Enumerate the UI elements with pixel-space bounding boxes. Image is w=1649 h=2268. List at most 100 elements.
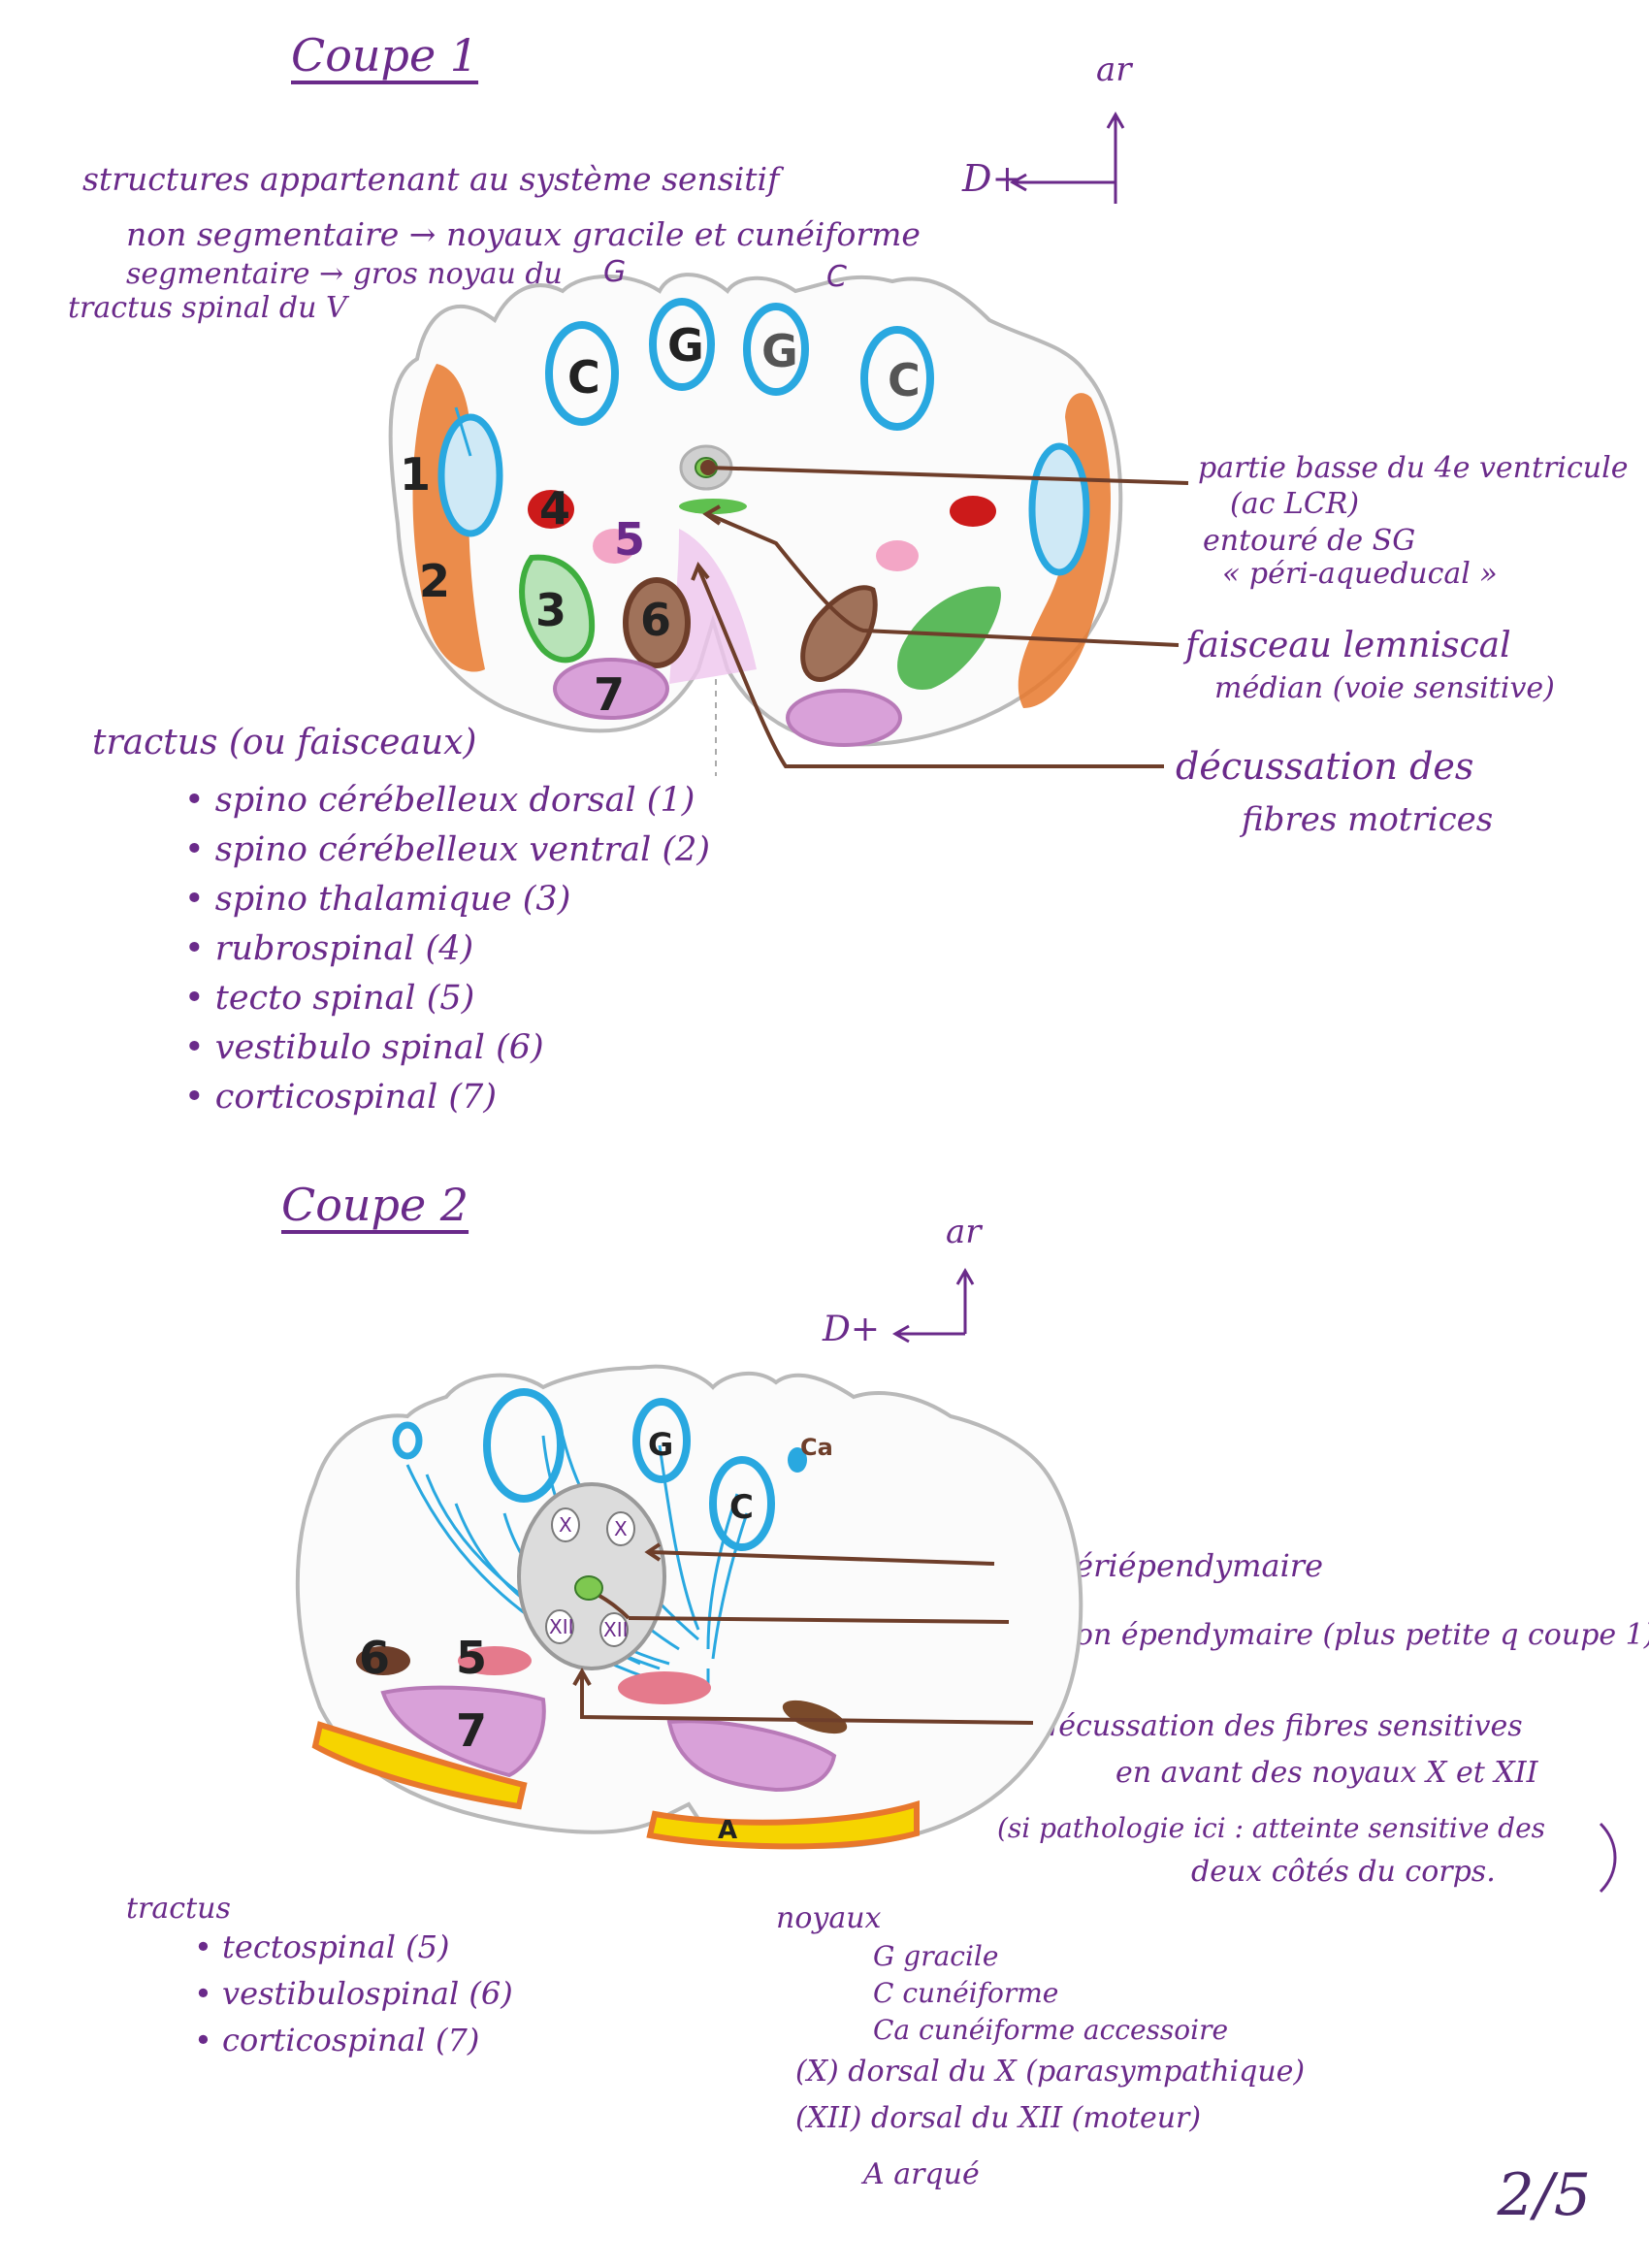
nucleus-item: Ca cunéiforme accessoire [873, 2014, 1229, 2046]
tectospinal-left [593, 529, 635, 564]
cuneate-nucleus-right [860, 326, 934, 431]
s1-note-4: tractus spinal du V [68, 291, 347, 325]
s1-note-1: structures appartenant au système sensit… [82, 160, 780, 198]
nucleus-x-left-label: X [559, 1513, 572, 1537]
gracile-nucleus-right [743, 303, 809, 396]
s1-number-5: 5 [614, 513, 645, 566]
s2-label-g: G [648, 1426, 673, 1463]
nucleus-item: A arqué [863, 2157, 980, 2191]
tract-item: • corticospinal (7) [184, 1078, 497, 1117]
gracile-nucleus-left [649, 298, 715, 391]
tract-item: • corticospinal (7) [194, 2022, 480, 2058]
s1-tracts-list: • spino cérébelleux dorsal (1) • spino c… [184, 781, 710, 1127]
gracile-nucleus-s2 [632, 1398, 691, 1483]
tectospinal-right [876, 540, 919, 571]
s1-callout-lemniscus-1: faisceau lemniscal [1185, 626, 1511, 665]
s1-number-7: 7 [594, 668, 625, 721]
cuneate-nucleus-s2 [483, 1388, 565, 1503]
ependymal-region [574, 1575, 603, 1601]
section1-diagram: C G G C 1 2 3 4 5 6 7 G C [388, 255, 1189, 776]
s1-tracts-heading: tractus (ou faisceaux) [92, 723, 477, 762]
s1-number-3: 3 [535, 584, 566, 636]
page-number: 2/5 [1497, 2161, 1591, 2229]
cuneate-nucleus-left [545, 321, 619, 426]
s2-labels: G C Ca 5 6 7 A [359, 1426, 833, 1845]
s2-callout-decussation-1: décussation des fibres sensitives [1040, 1709, 1523, 1743]
s2-orientation-arrows [891, 1267, 975, 1344]
nucleus-item: C cunéiforme [873, 1977, 1059, 2009]
s1-small-letters: G C [603, 255, 847, 294]
s1-label-g-right: G [761, 325, 798, 377]
green-mark [679, 499, 747, 514]
s1-callout-ventricle-3: entouré de SG [1203, 524, 1416, 558]
s2-orient-up: ar [946, 1213, 982, 1251]
tract-item: • vestibulospinal (6) [194, 1975, 513, 2012]
s2-callout-decussation-4: deux côtés du corps. [1191, 1855, 1496, 1889]
s2-number-6: 6 [359, 1632, 390, 1684]
s1-callout-ventricle-1: partie basse du 4e ventricule [1198, 451, 1629, 485]
arcuate-right [646, 1799, 920, 1850]
spinal-trigeminal-right [1028, 442, 1090, 576]
s1-number-6: 6 [640, 594, 671, 646]
vestibulospinal-right [800, 585, 878, 682]
tectospinal-left-s2 [458, 1646, 532, 1675]
s2-callout-decussation-3: (si pathologie ici : atteinte sensitive … [997, 1812, 1546, 1844]
s2-callout-lines [572, 1542, 1034, 1725]
spinothalamic-left [519, 554, 596, 664]
tract-item: • spino thalamique (3) [184, 880, 571, 919]
spinothalamic-right [897, 586, 1001, 690]
tract-item: • rubrospinal (4) [184, 929, 474, 968]
cuneate-nucleus-right-s2 [709, 1456, 775, 1551]
nucleus-item: (X) dorsal du X (parasympathique) [795, 2055, 1306, 2089]
s1-callout-lines [691, 460, 1189, 768]
s1-note-3: segmentaire → gros noyau du [126, 257, 563, 291]
corticospinal-right-s2 [666, 1719, 837, 1793]
tract-item: • spino cérébelleux ventral (2) [184, 830, 711, 869]
vestibulospinal-right-s2 [782, 1700, 848, 1734]
tract-item: • tectospinal (5) [194, 1928, 450, 1965]
s1-label-c-right: C [888, 354, 921, 406]
section1-title: Coupe 1 [291, 29, 479, 81]
s1-callout-lemniscus-2: médian (voie sensitive) [1214, 671, 1555, 705]
vestibulospinal-left-s2 [356, 1646, 410, 1675]
s2-label-a: A [718, 1816, 737, 1845]
spinal-trigeminal-left [437, 413, 503, 537]
s1-callout-decussation-2: fibres motrices [1242, 800, 1494, 839]
cuneate-small-left [392, 1421, 423, 1460]
section2-diagram: X X XII XII G C Ca 5 6 7 [295, 1364, 1617, 1894]
corticospinal-left [553, 658, 669, 720]
s1-outline [388, 273, 1123, 747]
s1-label-c-left: C [567, 351, 600, 404]
s2-label-ca: Ca [800, 1434, 833, 1461]
tract-item: • tecto spinal (5) [184, 979, 475, 1018]
corticospinal-left-s2 [380, 1685, 546, 1778]
s1-callout-decussation-1: décussation des [1176, 745, 1474, 788]
trigeminal-arrow [454, 406, 472, 457]
s2-callout-ependymal: région épendymaire (plus petite q coupe … [1017, 1618, 1649, 1652]
s1-note-2: non segmentaire → noyaux gracile et cuné… [126, 215, 921, 253]
nucleus-item: (XII) dorsal du XII (moteur) [795, 2101, 1202, 2135]
s2-orient-left: D+ [823, 1310, 881, 1349]
s1-orientation-arrows [1009, 111, 1125, 204]
s1-orient-up: ar [1096, 50, 1132, 89]
s1-orient-left: D+ [962, 157, 1023, 200]
s1-callout-ventricle-4: « péri-aqueducal » [1222, 557, 1498, 591]
s1-number-1: 1 [400, 448, 431, 501]
s1-label-g-left: G [667, 319, 704, 372]
s2-number-5: 5 [456, 1632, 487, 1684]
section2-title: Coupe 2 [281, 1179, 469, 1231]
s1-small-c: C [826, 260, 847, 294]
s2-tracts-list: • tectospinal (5) • vestibulospinal (6) … [194, 1928, 513, 2068]
s1-number-2: 2 [419, 555, 450, 607]
s2-bracket [1599, 1822, 1617, 1894]
nuclei-x-xii-labels: X X XII XII [549, 1513, 629, 1641]
s2-nuclei-list: G gracile C cunéiforme Ca cunéiforme acc… [795, 1940, 1305, 2204]
s1-small-g: G [603, 255, 626, 289]
tectospinal-right-s2 [618, 1671, 711, 1704]
nucleus-xii-left-label: XII [549, 1615, 574, 1638]
s2-number-7: 7 [456, 1704, 487, 1757]
tract-item: • spino cérébelleux dorsal (1) [184, 781, 695, 820]
corticospinal-right [786, 689, 902, 747]
